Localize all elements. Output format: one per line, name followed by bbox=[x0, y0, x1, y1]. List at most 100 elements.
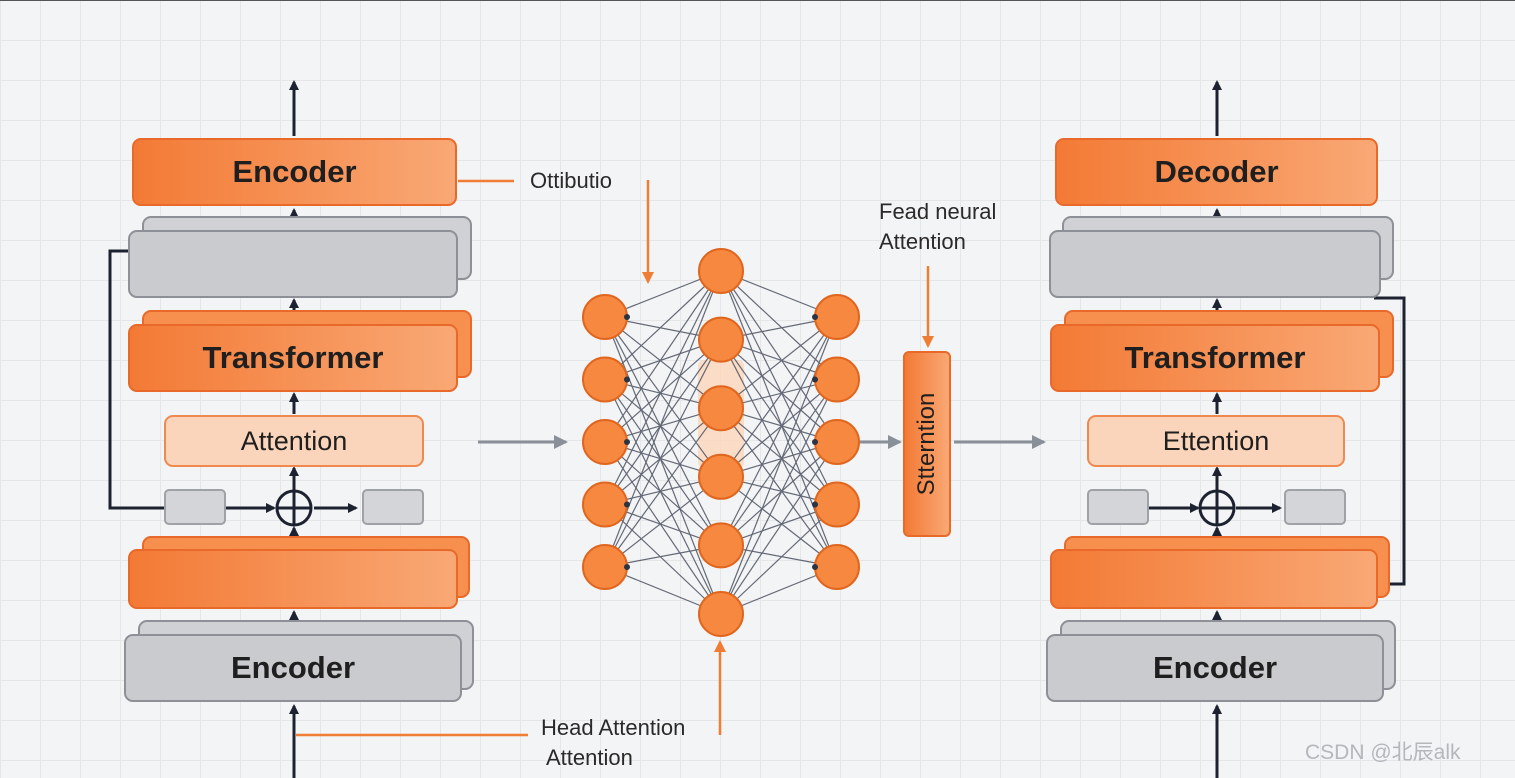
right-transformer-block: Transformer bbox=[1050, 324, 1380, 392]
bottom-callout-label-line2: Attention bbox=[546, 745, 633, 770]
network-edge bbox=[604, 316, 722, 478]
network-node-l0-n2 bbox=[582, 419, 628, 465]
right-attention-label: Ettention bbox=[1162, 425, 1270, 456]
network-edge bbox=[604, 339, 722, 443]
network-node-l2-n3 bbox=[814, 481, 860, 528]
network-edge bbox=[720, 379, 838, 546]
network-node-l0-n3 bbox=[582, 481, 628, 528]
network-edge bbox=[604, 270, 722, 568]
right-encoder-bottom-block: Encoder bbox=[1046, 634, 1384, 702]
network-edge bbox=[720, 407, 838, 505]
network-node-port bbox=[624, 376, 630, 383]
network-node-l1-n1 bbox=[698, 316, 744, 363]
network-node-l2-n0 bbox=[814, 294, 860, 340]
network-edge bbox=[720, 316, 838, 615]
left-encoder-top-block: Encoder bbox=[132, 138, 457, 206]
network-node-port bbox=[812, 564, 818, 570]
network-edge bbox=[604, 441, 722, 615]
left-transformer-block: Transformer bbox=[128, 324, 458, 392]
right-input-token-box bbox=[1087, 489, 1149, 525]
network-nodes bbox=[582, 248, 860, 637]
right-callout-label-line1: Fead neural bbox=[879, 199, 997, 224]
network-edge bbox=[604, 504, 722, 615]
network-edge bbox=[720, 316, 838, 409]
left-output-token-box bbox=[362, 489, 424, 525]
network-node-port bbox=[624, 314, 630, 320]
network-node-port bbox=[812, 501, 818, 508]
network-edge bbox=[604, 339, 722, 505]
network-node-l0-n1 bbox=[582, 356, 628, 403]
network-node-l0-n4 bbox=[582, 544, 628, 590]
right-output-token-box bbox=[1284, 489, 1346, 525]
network-node-l1-n2 bbox=[698, 385, 744, 432]
network-edge bbox=[720, 339, 838, 443]
network-edge bbox=[604, 379, 722, 546]
right-callout-label-line2: Attention bbox=[879, 229, 966, 254]
vertical-attention-block: Stterntion bbox=[903, 351, 951, 537]
network-edge bbox=[720, 316, 838, 478]
network-edge bbox=[604, 270, 722, 443]
network-edge bbox=[604, 339, 722, 568]
bottom-callout-label-line1: Head Attention bbox=[541, 715, 686, 740]
network-edge bbox=[720, 441, 838, 546]
network-edge bbox=[720, 476, 838, 568]
right-decoder-top-block: Decoder bbox=[1055, 138, 1378, 206]
network-edge bbox=[720, 270, 838, 380]
network-edge bbox=[720, 504, 838, 615]
network-edge bbox=[720, 379, 838, 615]
watermark: CSDN @北辰alk bbox=[1305, 741, 1461, 764]
network-node-port bbox=[812, 439, 818, 445]
right-grey-block bbox=[1049, 230, 1381, 298]
network-node-port bbox=[812, 376, 818, 383]
network-edge bbox=[720, 407, 838, 568]
right-encoder-bottom-label: Encoder bbox=[1152, 650, 1278, 685]
network-edge bbox=[604, 441, 722, 546]
network-edge bbox=[720, 270, 838, 505]
network-node-port bbox=[624, 564, 630, 570]
network-node-l1-n4 bbox=[698, 522, 744, 569]
left-attention-block: Attention bbox=[164, 415, 424, 467]
network-node-l2-n1 bbox=[814, 356, 860, 403]
network-node-port bbox=[624, 501, 630, 508]
right-orange-block bbox=[1050, 549, 1378, 609]
left-attention-label: Attention bbox=[240, 425, 348, 456]
network-edge bbox=[604, 316, 722, 615]
top-callout-label: Ottibutio bbox=[530, 168, 612, 193]
network-edge bbox=[720, 441, 838, 615]
network-node-l2-n4 bbox=[814, 544, 860, 590]
network-node-l1-n3 bbox=[698, 453, 744, 500]
network-edge bbox=[604, 379, 722, 478]
network-node-l0-n0 bbox=[582, 294, 628, 340]
network-edge bbox=[604, 316, 722, 546]
left-encoder-bottom-label: Encoder bbox=[230, 650, 356, 685]
network-node-port bbox=[624, 439, 630, 445]
right-decoder-top-label: Decoder bbox=[1154, 154, 1279, 189]
network-node-l2-n2 bbox=[814, 419, 860, 465]
left-input-token-box bbox=[164, 489, 226, 525]
left-add-node-icon bbox=[275, 489, 313, 527]
network-edge bbox=[720, 339, 838, 568]
network-edge bbox=[720, 316, 838, 546]
network-edge bbox=[604, 476, 722, 568]
callout-lines bbox=[296, 179, 934, 737]
left-encoder-top-label: Encoder bbox=[232, 154, 357, 189]
network-node-l1-n5 bbox=[698, 591, 744, 637]
network-node-port bbox=[812, 314, 818, 320]
network-node-l1-n0 bbox=[698, 248, 744, 294]
right-transformer-label: Transformer bbox=[1124, 340, 1306, 375]
left-orange-block bbox=[128, 549, 458, 609]
left-encoder-bottom-block: Encoder bbox=[124, 634, 462, 702]
network-edge bbox=[720, 270, 838, 443]
vertical-attention-label: Stterntion bbox=[913, 392, 940, 496]
network-edge bbox=[720, 379, 838, 478]
right-attention-block: Ettention bbox=[1087, 415, 1345, 467]
network-edge bbox=[604, 407, 722, 568]
network-edge bbox=[604, 407, 722, 505]
network-edge bbox=[604, 379, 722, 615]
left-grey-block bbox=[128, 230, 458, 298]
left-transformer-label: Transformer bbox=[202, 340, 384, 375]
network-edge bbox=[604, 270, 722, 505]
network-edge bbox=[720, 339, 838, 505]
top-border-line bbox=[0, 0, 1515, 1]
right-add-node-icon bbox=[1198, 489, 1236, 527]
